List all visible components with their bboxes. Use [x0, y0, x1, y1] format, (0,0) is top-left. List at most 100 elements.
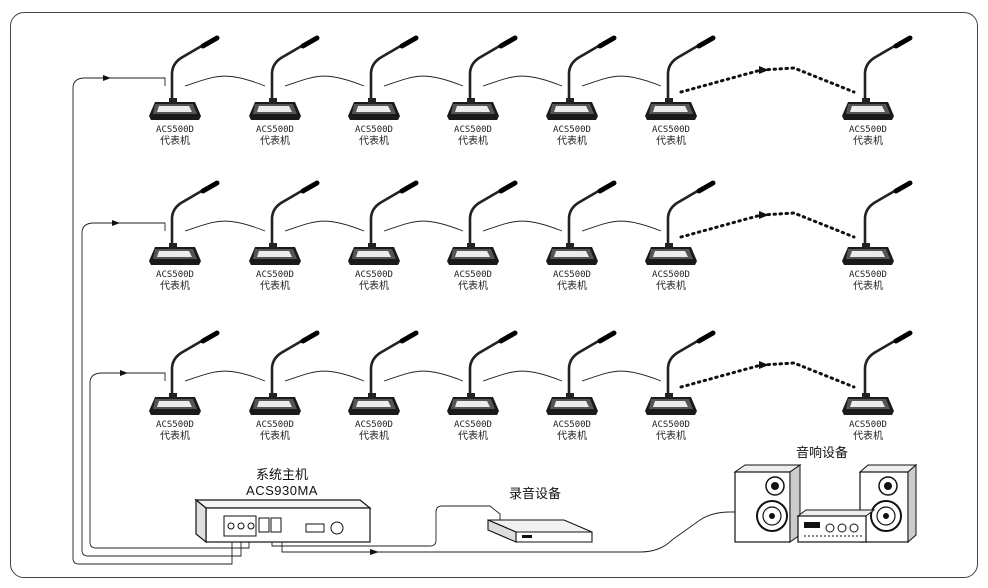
arrow-icon	[759, 66, 769, 74]
delegate-model: ACS500D	[553, 125, 591, 135]
delegate-type: 代表机	[557, 279, 587, 292]
delegate-model: ACS500D	[256, 125, 294, 135]
delegate-type: 代表机	[160, 279, 190, 292]
delegate-type: 代表机	[359, 134, 389, 147]
cable-link	[482, 370, 563, 382]
trunk-line	[72, 88, 233, 565]
delegate-units: ACS500D代表机ACS500D代表机ACS500D代表机ACS500D代表机…	[149, 38, 910, 442]
delegate-model: ACS500D	[256, 420, 294, 430]
cable-lines	[72, 66, 856, 565]
delegate-type: 代表机	[853, 279, 883, 292]
microphone-icon	[645, 333, 713, 415]
delegate-model: ACS500D	[849, 270, 887, 280]
delegate-type: 代表机	[557, 134, 587, 147]
delegate-model: ACS500D	[454, 125, 492, 135]
recorder-device: 录音设备	[487, 486, 593, 543]
arrow-icon	[759, 361, 769, 369]
main-unit-title: 系统主机	[256, 468, 308, 483]
delegate-type: 代表机	[853, 429, 883, 442]
microphone-icon	[842, 333, 910, 415]
delegate-type: 代表机	[260, 134, 290, 147]
cable-link	[581, 370, 662, 382]
feed-line	[89, 372, 166, 384]
delegate-model: ACS500D	[156, 125, 194, 135]
delegate-type: 代表机	[260, 279, 290, 292]
trunk-line	[81, 233, 242, 557]
delegate-type: 代表机	[458, 279, 488, 292]
feed-line	[81, 222, 166, 234]
dotted-extension	[679, 211, 856, 239]
delegate-model: ACS500D	[849, 125, 887, 135]
microphone-icon	[842, 183, 910, 265]
main-unit: 系统主机 ACS930MA	[194, 468, 372, 544]
cable-link	[284, 370, 365, 382]
delegate-type: 代表机	[458, 134, 488, 147]
microphone-icon	[645, 183, 713, 265]
delegate-type: 代表机	[656, 429, 686, 442]
dotted-extension	[679, 361, 856, 389]
delegate-type: 代表机	[260, 429, 290, 442]
audio-cable	[281, 511, 735, 553]
dotted-extension	[679, 66, 856, 94]
cable-link	[184, 220, 266, 232]
cable-link	[581, 75, 662, 87]
delegate-type: 代表机	[656, 134, 686, 147]
microphone-icon	[842, 38, 910, 120]
arrow-icon	[759, 211, 769, 219]
cable-link	[184, 370, 266, 382]
delegate-model: ACS500D	[355, 270, 393, 280]
delegate-model: ACS500D	[156, 270, 194, 280]
delegate-type: 代表机	[160, 134, 190, 147]
delegate-model: ACS500D	[652, 270, 690, 280]
delegate-model: ACS500D	[355, 125, 393, 135]
cable-link	[383, 370, 464, 382]
delegate-model: ACS500D	[553, 270, 591, 280]
cable-link	[383, 75, 464, 87]
cable-link	[383, 220, 464, 232]
microphone-icon	[645, 38, 713, 120]
cable-link	[482, 75, 563, 87]
delegate-type: 代表机	[557, 429, 587, 442]
recorder-cable	[271, 505, 501, 547]
main-unit-model: ACS930MA	[246, 483, 318, 498]
recorder-label: 录音设备	[509, 486, 561, 502]
cable-link	[284, 220, 365, 232]
audio-equipment: 音响设备	[733, 445, 918, 544]
delegate-model: ACS500D	[454, 420, 492, 430]
delegate-type: 代表机	[359, 279, 389, 292]
cable-link	[184, 75, 266, 87]
feed-line	[72, 77, 166, 89]
delegate-model: ACS500D	[553, 420, 591, 430]
delegate-type: 代表机	[853, 134, 883, 147]
delegate-type: 代表机	[458, 429, 488, 442]
delegate-model: ACS500D	[652, 125, 690, 135]
trunk-line	[89, 383, 250, 549]
delegate-type: 代表机	[656, 279, 686, 292]
arrow-icon	[370, 549, 379, 555]
audio-label: 音响设备	[796, 445, 848, 461]
delegate-model: ACS500D	[156, 420, 194, 430]
delegate-model: ACS500D	[849, 420, 887, 430]
delegate-model: ACS500D	[652, 420, 690, 430]
delegate-type: 代表机	[359, 429, 389, 442]
